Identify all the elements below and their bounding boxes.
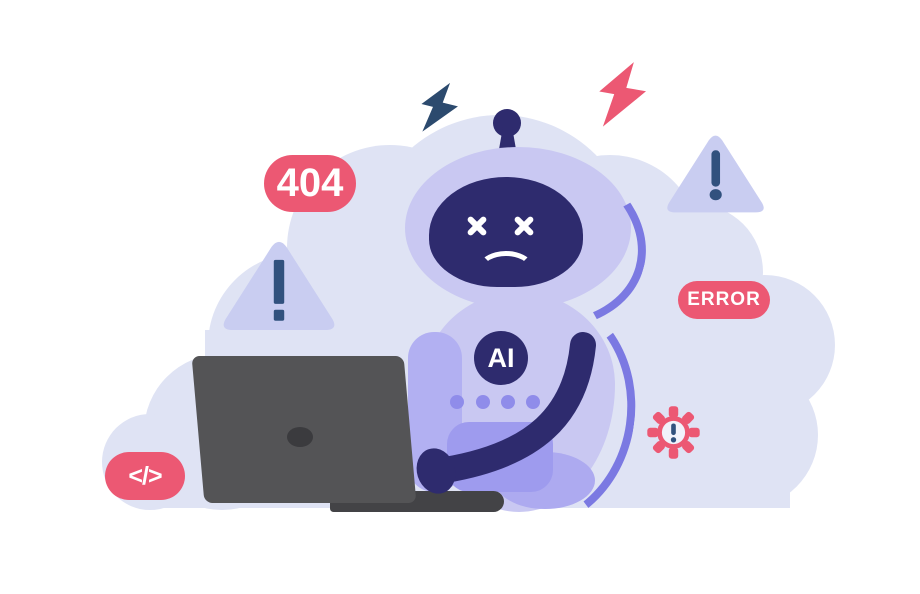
- robot-arm: [432, 332, 596, 483]
- robot-sad-mouth: [478, 251, 534, 287]
- lightning-bolt-blue-icon: [421, 82, 458, 132]
- gear-alert-icon: [647, 406, 700, 459]
- robot-chest-dot: [526, 395, 540, 409]
- warning-triangle-left-icon: [223, 241, 335, 330]
- badge-code: </>: [105, 452, 185, 500]
- badge-code-label: </>: [128, 461, 162, 490]
- badge-error-label: ERROR: [687, 289, 761, 310]
- badge-error: ERROR: [678, 281, 770, 319]
- warning-triangle-right-icon: [667, 135, 764, 213]
- lightning-bolt-pink-icon: [599, 62, 647, 127]
- ai-chip-label: AI: [487, 342, 515, 373]
- robot-x-eye-right-icon: [512, 214, 536, 238]
- badge-404-label: 404: [276, 161, 344, 205]
- laptop-logo: [287, 427, 313, 447]
- cloud-fill: [630, 310, 790, 508]
- robot-chest-dot: [501, 395, 515, 409]
- robot-x-eye-left-icon: [465, 214, 489, 238]
- robot-chest-dot: [450, 395, 464, 409]
- badge-404: 404: [264, 155, 356, 212]
- robot-chest-dot: [476, 395, 490, 409]
- ai-chip-badge: AI: [474, 331, 528, 385]
